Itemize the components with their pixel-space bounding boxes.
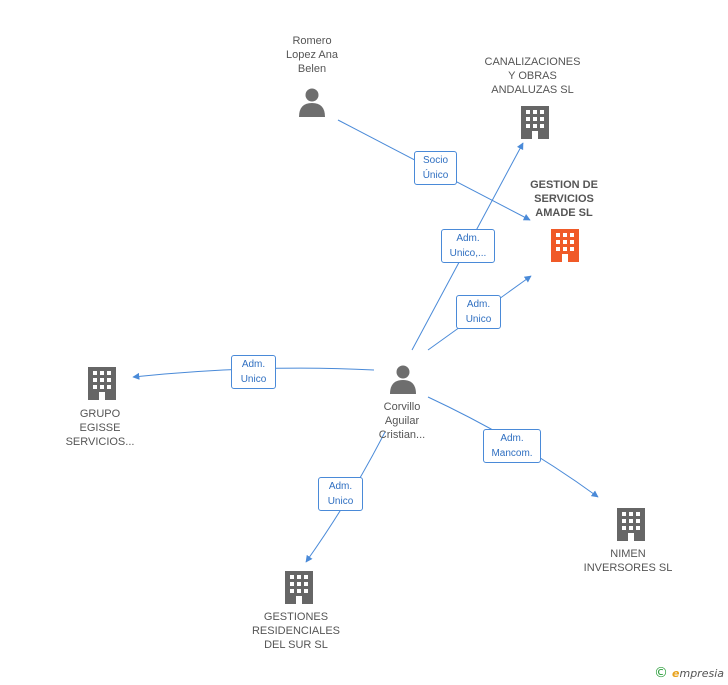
building-icon[interactable]: [285, 571, 313, 604]
node-romero[interactable]: Romero Lopez Ana Belen: [262, 34, 362, 76]
node-label: GRUPO EGISSE SERVICIOS...: [65, 408, 135, 448]
edge-label-adm-unico-canalizaciones[interactable]: Adm. Unico,...: [441, 229, 495, 263]
edge-label-adm-unico-gestiones[interactable]: Adm. Unico: [318, 477, 363, 511]
node-label: GESTIONES RESIDENCIALES DEL SUR SL: [251, 611, 341, 651]
edge-label-socio-unico[interactable]: Socio Único: [414, 151, 457, 185]
building-icon-main[interactable]: [551, 229, 579, 262]
node-label: NIMEN INVERSORES SL: [583, 548, 673, 574]
edge-label-adm-unico-grupo[interactable]: Adm. Unico: [231, 355, 276, 389]
node-gestion-amade[interactable]: GESTION DE SERVICIOS AMADE SL: [508, 178, 620, 220]
empresia-logo[interactable]: empresia: [672, 667, 724, 680]
empresia-footer: ©empresia: [654, 665, 724, 681]
building-icon[interactable]: [521, 106, 549, 139]
node-label: GESTION DE SERVICIOS AMADE SL: [530, 179, 598, 219]
node-label: Romero Lopez Ana Belen: [286, 35, 338, 75]
edge-label-adm-unico-gestion[interactable]: Adm. Unico: [456, 295, 501, 329]
node-nimen[interactable]: NIMEN INVERSORES SL: [578, 547, 678, 575]
node-corvillo[interactable]: Corvillo Aguilar Cristian...: [352, 400, 452, 442]
node-label: CANALIZACIONES Y OBRAS ANDALUZAS SL: [484, 56, 581, 96]
node-gestiones-residenciales[interactable]: GESTIONES RESIDENCIALES DEL SUR SL: [246, 610, 346, 652]
copyright-icon: ©: [654, 665, 669, 681]
node-grupo-egisse[interactable]: GRUPO EGISSE SERVICIOS...: [50, 407, 150, 449]
node-label: Corvillo Aguilar Cristian...: [378, 401, 426, 441]
edge-label-adm-mancom[interactable]: Adm. Mancom.: [483, 429, 541, 463]
building-icon[interactable]: [88, 367, 116, 400]
person-icon[interactable]: [299, 88, 325, 118]
node-canalizaciones[interactable]: CANALIZACIONES Y OBRAS ANDALUZAS SL: [470, 55, 595, 97]
building-icon[interactable]: [617, 508, 645, 541]
person-icon[interactable]: [390, 365, 416, 395]
